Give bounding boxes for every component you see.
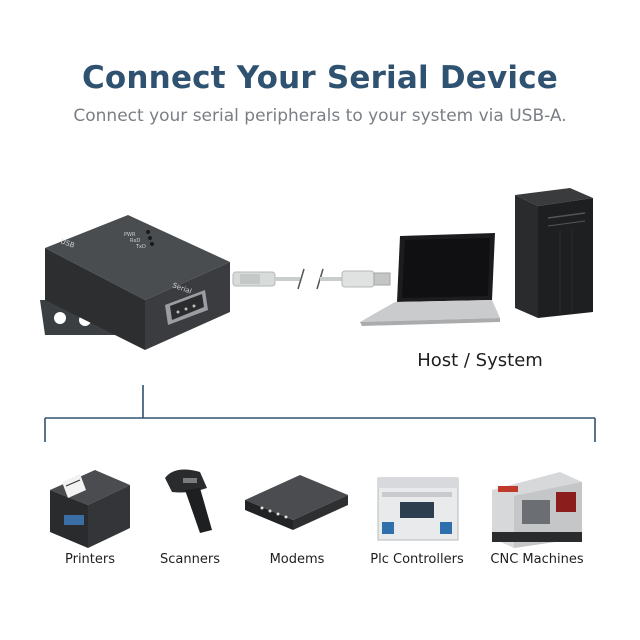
host-system-label: Host / System xyxy=(417,350,543,371)
barcode-scanner-icon xyxy=(165,469,212,533)
led-label-txd: TxD xyxy=(135,244,146,250)
plc-controller-icon xyxy=(377,477,459,541)
device-label-printers: Printers xyxy=(64,552,116,567)
device-label-cnc-machines: CNC Machines xyxy=(490,552,584,567)
printer-icon xyxy=(50,470,130,548)
desktop-tower-icon xyxy=(515,188,593,318)
modem-icon xyxy=(245,475,348,530)
connector-lines xyxy=(44,385,596,442)
laptop-icon xyxy=(360,233,500,326)
device-label-modems: Modems xyxy=(269,552,325,567)
page-title: Connect Your Serial Device xyxy=(81,60,559,96)
device-label-scanners: Scanners xyxy=(160,552,220,567)
page-subtitle: Connect your serial peripherals to your … xyxy=(73,106,567,126)
led-label-pwr: PWR xyxy=(124,232,136,238)
cnc-machine-icon xyxy=(492,472,582,548)
usb-cable xyxy=(232,268,391,290)
device-label-plc-controllers: Plc Controllers xyxy=(370,552,464,567)
led-label-rxd: RxD xyxy=(130,238,140,244)
usb-serial-adapter: USB Serial PWR RxD TxD xyxy=(40,215,230,350)
